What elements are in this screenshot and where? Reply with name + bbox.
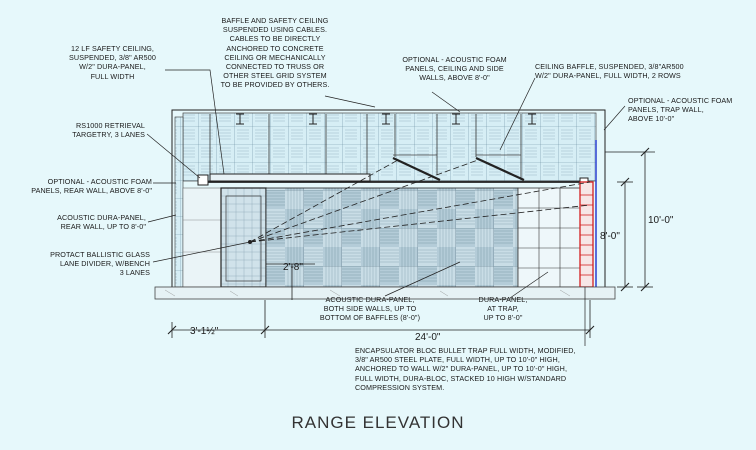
dimension-lines — [171, 151, 655, 338]
note-protact: PROTACT BALLISTIC GLASS LANE DIVIDER, W/… — [50, 250, 150, 278]
baffle-2 — [475, 157, 525, 181]
note-optional-foam-ceiling: OPTIONAL - ACOUSTIC FOAM PANELS, CEILING… — [402, 55, 507, 83]
sight-lines — [249, 159, 591, 243]
note-retrieval: RS1000 RETRIEVAL TARGETRY, 3 LANES — [72, 121, 145, 140]
ceiling-foam-band — [182, 112, 597, 182]
bullet-trap — [579, 181, 594, 288]
floor-slab — [154, 286, 616, 300]
dim-range-length: 24'-0" — [415, 332, 441, 343]
lane-divider-booth — [220, 187, 267, 288]
note-ceiling-baffle: CEILING BAFFLE, SUSPENDED, 3/8"AR500 W/2… — [535, 62, 684, 81]
note-optional-foam-trap: OPTIONAL - ACOUSTIC FOAM PANELS, TRAP WA… — [628, 96, 733, 124]
side-wall-panels — [265, 187, 519, 288]
retrieval-carrier — [197, 174, 209, 186]
note-dura-side: ACOUSTIC DURA-PANEL, BOTH SIDE WALLS, UP… — [319, 295, 421, 323]
dim-bench-width: 3'-1½" — [190, 326, 219, 337]
drawing-title: RANGE ELEVATION — [291, 413, 465, 432]
suspension-cables — [209, 114, 522, 180]
note-bullet-trap: ENCAPSULATOR BLOC BULLET TRAP FULL WIDTH… — [355, 346, 576, 392]
rear-wall-panel — [174, 116, 184, 288]
note-baffle-ceiling: BAFFLE AND SAFETY CEILING SUSPENDED USIN… — [220, 16, 330, 90]
dim-wall-height-10: 10'-0" — [648, 215, 674, 226]
note-safety-ceiling: 12 LF SAFETY CEILING, SUSPENDED, 3/8" AR… — [69, 44, 156, 81]
note-dura-rear: ACOUSTIC DURA-PANEL, REAR WALL, UP TO 8'… — [57, 213, 146, 232]
trap-grid — [517, 187, 581, 288]
dim-divider-height: 2'-8" — [283, 262, 303, 273]
safety-ceiling — [209, 173, 371, 182]
note-dura-trap: DURA-PANEL, AT TRAP, UP TO 8'-0" — [478, 295, 528, 323]
leader-lines — [146, 69, 626, 346]
note-optional-foam-rear: OPTIONAL - ACOUSTIC FOAM PANELS, REAR WA… — [31, 177, 152, 196]
dim-wall-height-8: 8'-0" — [600, 231, 620, 242]
beam-icons — [236, 113, 536, 125]
